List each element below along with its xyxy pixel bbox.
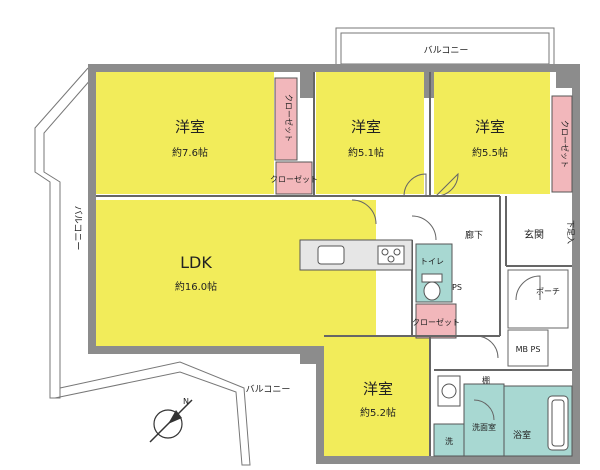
- ldk-name: LDK: [180, 253, 212, 272]
- balcony-bottom: [54, 361, 251, 466]
- western-room-2-size: 約5.1帖: [348, 146, 384, 159]
- kitchen-counter: [299, 239, 413, 271]
- western-room-1-name: 洋室: [175, 118, 205, 136]
- corridor-label: 廊下: [465, 229, 483, 241]
- balcony-left: [34, 67, 93, 399]
- closet-3-area: [551, 95, 573, 193]
- western-room-4-name: 洋室: [363, 380, 393, 398]
- mb-ps-label: MB PS: [516, 345, 541, 354]
- western-room-2-name: 洋室: [351, 118, 381, 136]
- toilet-fixture-icon: [421, 273, 443, 301]
- door-swings: [351, 172, 541, 421]
- washer-label: 洗: [445, 436, 453, 446]
- western-room-2-floor: [316, 72, 424, 194]
- north-label: N: [183, 397, 189, 406]
- closet-4-label: クローゼット: [412, 317, 460, 327]
- porch-label: ポーチ: [536, 287, 560, 296]
- western-room-3-name: 洋室: [475, 118, 505, 136]
- western-room-1-floor: [96, 72, 274, 194]
- balcony-left-label: バルコニー: [72, 206, 83, 251]
- closet-3-label: クローゼット: [560, 120, 570, 168]
- shoe-storage-label: 下足入: [566, 220, 575, 244]
- western-room-3-floor: [434, 72, 550, 194]
- western-room-4-size: 約5.2帖: [360, 406, 396, 419]
- sink-icon: [317, 245, 345, 265]
- shelf-label: 棚: [482, 375, 490, 385]
- washer-area: [433, 423, 465, 457]
- closet-1-area: [274, 77, 298, 161]
- western-room-3-size: 約5.5帖: [472, 146, 508, 159]
- ldk-size: 約16.0帖: [175, 280, 217, 293]
- washroom-label: 洗面室: [472, 422, 496, 432]
- interior-walls: [96, 72, 572, 456]
- closets: [274, 77, 573, 339]
- balcony-bottom-label: バルコニー: [246, 384, 291, 395]
- entrance-label: 玄関: [524, 228, 544, 241]
- closet-2-area: [275, 161, 313, 195]
- closet-1-label: クローゼット: [284, 94, 294, 142]
- ps-label: PS: [452, 283, 462, 292]
- entrance-floor: [506, 200, 556, 266]
- bathroom-label: 浴室: [513, 429, 531, 441]
- western-room-1-size: 約7.6帖: [172, 146, 208, 159]
- north-compass: [149, 399, 193, 443]
- washbasin-icon: [437, 375, 461, 407]
- stove-icon: [377, 245, 405, 265]
- closet-4-area: [415, 303, 457, 339]
- washroom-area: [463, 383, 505, 457]
- balcony-top-label: バルコニー: [424, 45, 469, 56]
- bathtub-icon: [547, 395, 569, 451]
- closet-2-label: クローゼット: [270, 174, 318, 184]
- toilet-label: トイレ: [420, 257, 444, 266]
- room-floors: [96, 72, 556, 456]
- western-room-4-floor: [324, 336, 430, 456]
- porch-area: [507, 269, 569, 367]
